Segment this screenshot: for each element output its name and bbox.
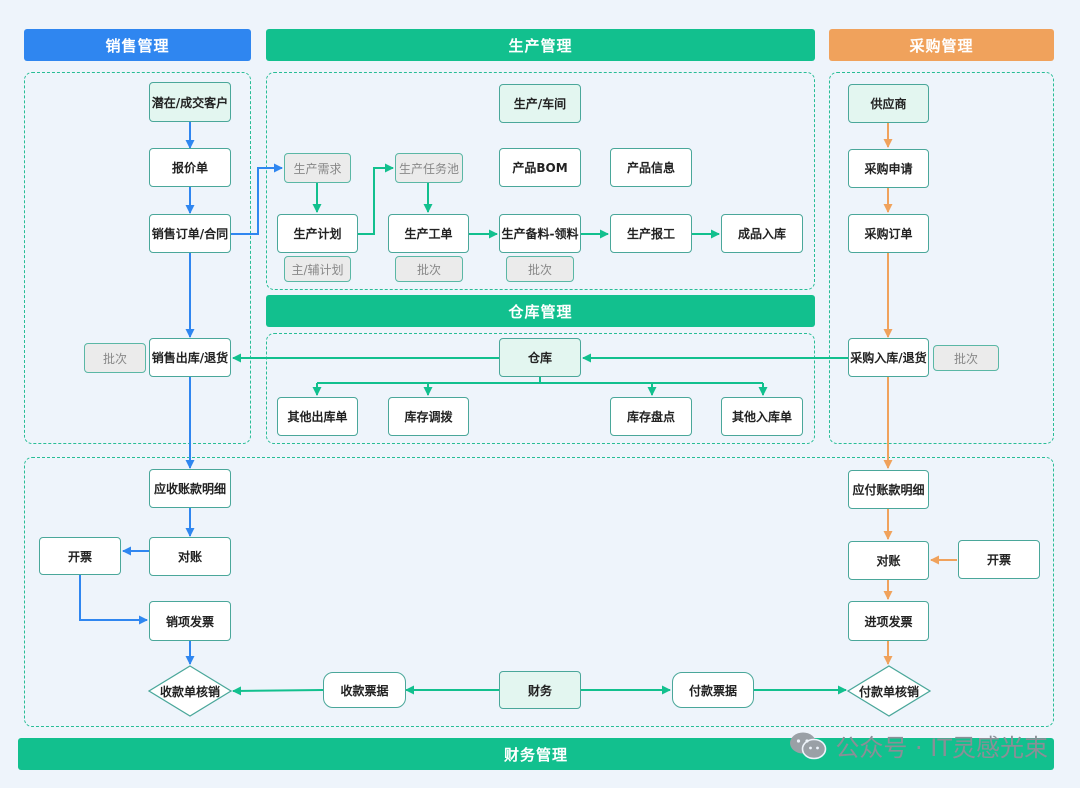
finance-management-header: 财务管理: [18, 738, 1054, 770]
node-receipt-note: 收款票据: [323, 672, 406, 708]
node-purchase-request: 采购申请: [848, 149, 929, 188]
node-quote: 报价单: [149, 148, 231, 187]
node-receipt-verify: 收款单核销: [148, 665, 232, 717]
node-reconcile-left: 对账: [149, 537, 231, 576]
node-customer: 潜在/成交客户: [149, 82, 231, 122]
finance-zone: [24, 457, 1054, 727]
node-production-report: 生产报工: [610, 214, 692, 253]
sales-management-header: 销售管理: [24, 29, 251, 61]
node-plan-sub: 主/辅计划: [284, 256, 351, 282]
warehouse-zone: [266, 333, 815, 444]
payment-verify-label: 付款单核销: [858, 684, 919, 699]
node-other-outbound: 其他出库单: [277, 397, 358, 436]
node-material-picking: 生产备料-领料: [499, 214, 581, 253]
node-purchase-inbound: 采购入库/退货: [848, 338, 929, 377]
node-invoice-right: 开票: [958, 540, 1040, 579]
node-product-info: 产品信息: [610, 148, 692, 187]
node-material-batch: 批次: [506, 256, 574, 282]
node-other-inbound: 其他入库单: [721, 397, 803, 436]
node-purchase-batch: 批次: [933, 345, 999, 371]
node-stock-transfer: 库存调拨: [388, 397, 469, 436]
node-production-plan: 生产计划: [277, 214, 358, 253]
diamond-shape: [847, 665, 931, 717]
node-payable: 应付账款明细: [848, 470, 929, 509]
warehouse-management-header: 仓库管理: [266, 295, 815, 327]
production-management-header: 生产管理: [266, 29, 815, 61]
node-stocktake: 库存盘点: [610, 397, 692, 436]
node-invoice-left: 开票: [39, 537, 121, 575]
node-purchase-invoice: 进项发票: [848, 601, 929, 641]
node-sales-batch: 批次: [84, 343, 146, 373]
node-sales-order: 销售订单/合同: [149, 214, 231, 253]
watermark: 公众号 · IT灵感光束: [789, 728, 1048, 763]
watermark-text: 公众号 · IT灵感光束: [835, 734, 1048, 762]
node-supplier: 供应商: [848, 84, 929, 123]
node-purchase-order: 采购订单: [848, 214, 929, 253]
node-product-bom: 产品BOM: [499, 148, 581, 187]
diamond-shape: [148, 665, 232, 717]
purchase-management-header: 采购管理: [829, 29, 1054, 61]
node-finished-goods-inbound: 成品入库: [721, 214, 803, 253]
node-warehouse: 仓库: [499, 338, 581, 377]
node-reconcile-right: 对账: [848, 541, 929, 580]
sales-zone: [24, 72, 251, 444]
node-work-order-batch: 批次: [395, 256, 463, 282]
node-production-demand: 生产需求: [284, 153, 351, 183]
wechat-icon: [789, 731, 827, 761]
node-receivable: 应收账款明细: [149, 469, 231, 508]
node-payment-note: 付款票据: [672, 672, 754, 708]
node-task-pool: 生产任务池: [395, 153, 463, 183]
node-sales-invoice: 销项发票: [149, 601, 231, 641]
node-sales-outbound: 销售出库/退货: [149, 338, 231, 377]
node-finance: 财务: [499, 671, 581, 709]
purchase-zone: [829, 72, 1054, 444]
receipt-verify-label: 收款单核销: [159, 684, 220, 699]
production-zone: [266, 72, 815, 290]
node-workshop: 生产/车间: [499, 84, 581, 123]
node-payment-verify: 付款单核销: [847, 665, 931, 717]
node-work-order: 生产工单: [388, 214, 469, 253]
